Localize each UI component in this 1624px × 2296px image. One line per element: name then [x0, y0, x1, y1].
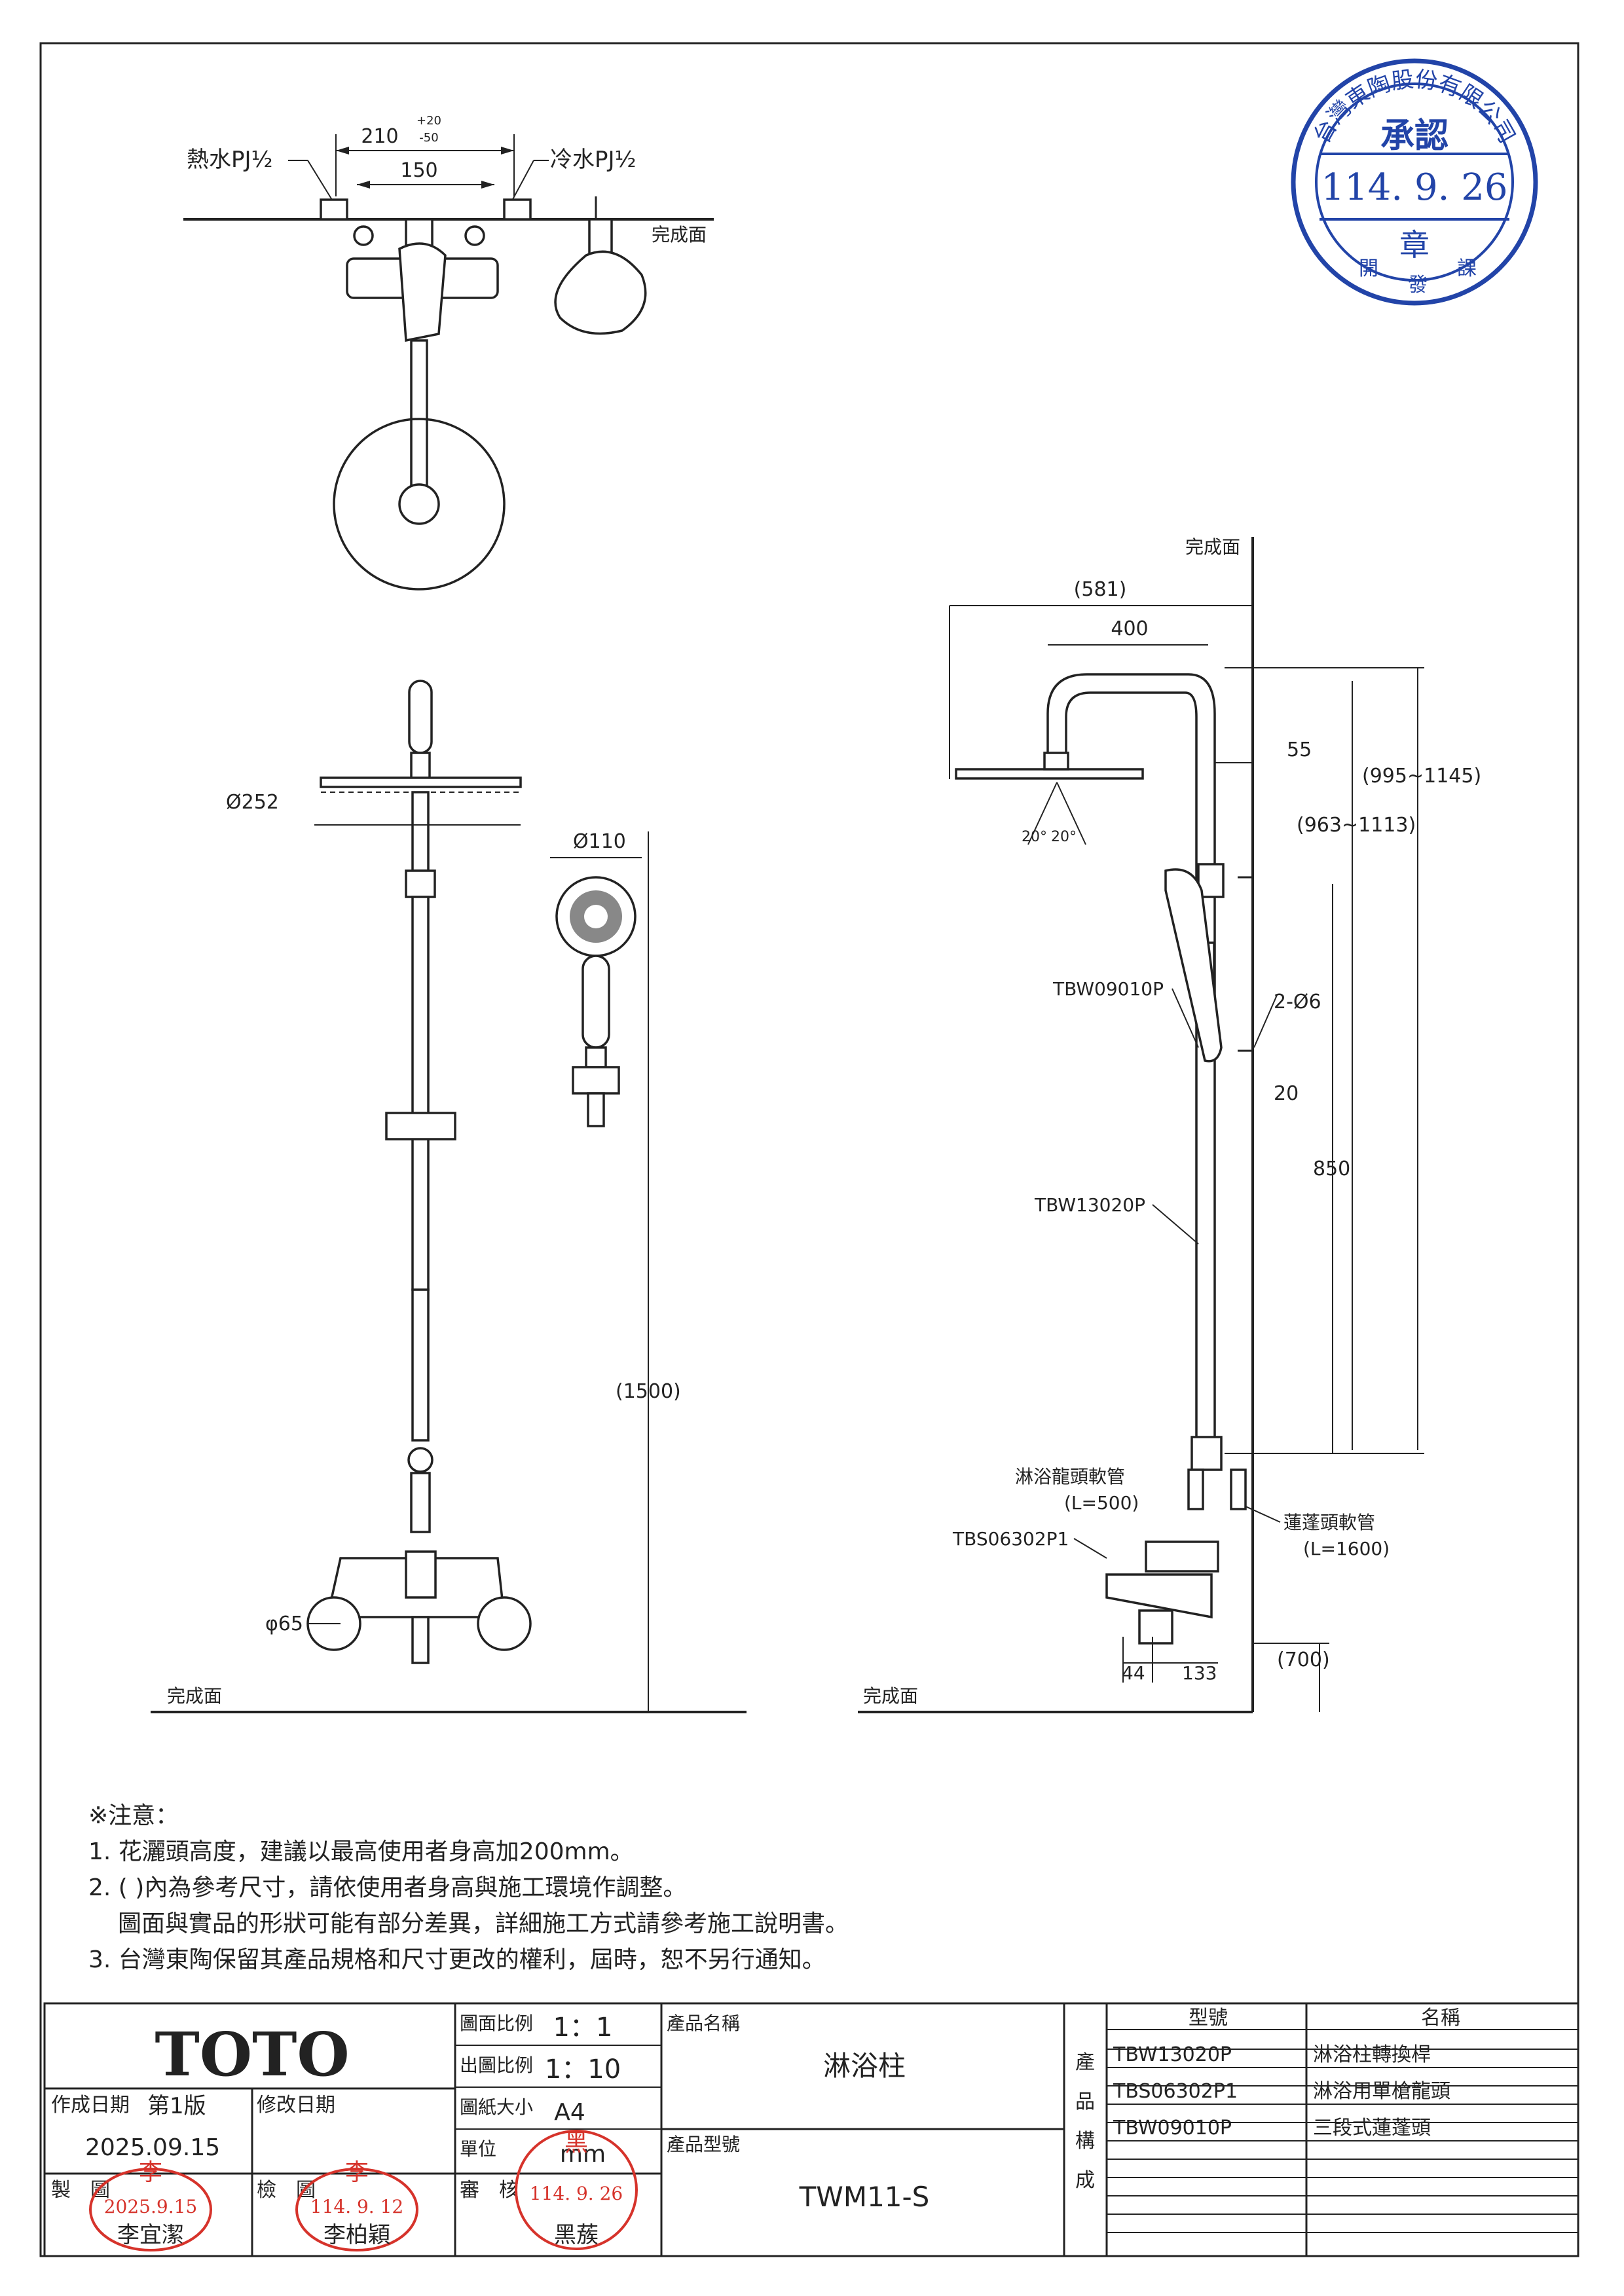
- label-hose2: 蓮蓬頭軟管: [1283, 1512, 1375, 1533]
- scale-label: 圖面比例: [460, 2013, 533, 2034]
- note-3: 3. 台灣東陶保留其產品規格和尺寸更改的權利，屆時，恕不另行通知。: [88, 1946, 826, 1973]
- top-surface-label: 完成面: [652, 224, 707, 246]
- approved-label: 審 核: [460, 2179, 519, 2202]
- revised-label: 修改日期: [257, 2094, 335, 2117]
- top-tol-plus: +20: [416, 114, 441, 128]
- top-view: 210 +20 -50 150 熱水PJ½ 冷水PJ½ 完成面: [183, 114, 714, 591]
- checked-by: 李柏穎: [323, 2222, 390, 2248]
- part-model-2: TBS06302P1: [1113, 2080, 1238, 2103]
- part-model-1: TBW13020P: [1113, 2043, 1232, 2066]
- dim-400: 400: [1111, 617, 1148, 640]
- front-view: Ø252 φ65 Ø110 (1500) 完成面: [151, 680, 747, 1713]
- created-date: 2025.09.15: [85, 2134, 220, 2161]
- label-hose1: 淋浴龍頭軟管: [1015, 1466, 1125, 1487]
- notes: ※注意： 1. 花灑頭高度，建議以最高使用者身高加200mm。 2. ( )內為…: [88, 1802, 849, 1973]
- parts-header-model: 型號: [1189, 2007, 1228, 2030]
- side-surface-bottom: 完成面: [863, 1685, 918, 1707]
- composition-4: 成: [1075, 2169, 1095, 2192]
- foot-diameter: φ65: [265, 1613, 303, 1635]
- stamp-title: 承認: [1380, 116, 1449, 156]
- dim-20: 20: [1274, 1082, 1299, 1105]
- approval-stamp: 台灣東陶股份有限公司 承認 114. 9. 26 章 開 發 課: [1291, 58, 1538, 306]
- composition-3: 構: [1075, 2130, 1095, 2153]
- print-scale-value: 1：10: [545, 2054, 621, 2085]
- unit-label: 單位: [460, 2138, 496, 2160]
- unit-value: mm: [560, 2141, 606, 2168]
- print-scale-label: 出圖比例: [460, 2054, 533, 2076]
- checked-stamp-name: 李: [345, 2159, 369, 2186]
- parts-header-name: 名稱: [1421, 2007, 1460, 2030]
- drawn-stamp-name: 李: [139, 2159, 162, 2186]
- part-name-1: 淋浴柱轉換桿: [1313, 2043, 1431, 2066]
- hand-diameter: Ø110: [573, 830, 626, 853]
- part-name-2: 淋浴用單槍龍頭: [1313, 2080, 1450, 2103]
- checked-stamp: 李 114. 9. 12 李柏穎: [295, 2159, 418, 2251]
- checked-label: 檢 圖: [257, 2179, 316, 2202]
- checked-stamp-date: 114. 9. 12: [310, 2196, 404, 2217]
- drawn-label: 製 圖: [51, 2179, 110, 2202]
- created-label: 作成日期: [51, 2094, 130, 2117]
- label-hose2-len: (L=1600): [1303, 1538, 1390, 1559]
- drawn-by: 李宜潔: [117, 2222, 184, 2248]
- dim-963: (963~1113): [1297, 814, 1416, 837]
- stamp-seal: 章: [1399, 227, 1430, 263]
- top-dim-inner: 150: [400, 159, 437, 182]
- dim-581: (581): [1074, 578, 1127, 601]
- front-surface-label: 完成面: [167, 1685, 222, 1707]
- product-name-label: 產品名稱: [667, 2013, 740, 2034]
- side-view: 完成面 完成面 (581) 400 20° 20° 55 (995~1145) …: [858, 536, 1481, 1713]
- top-tol-minus: -50: [419, 131, 438, 145]
- side-surface-top: 完成面: [1185, 536, 1240, 558]
- height-1500: (1500): [616, 1380, 681, 1403]
- cold-water-label: 冷水PJ½: [550, 147, 636, 173]
- composition-2: 品: [1075, 2090, 1095, 2113]
- composition-1: 產: [1075, 2051, 1095, 2074]
- hot-water-label: 熱水PJ½: [187, 147, 272, 173]
- drawn-stamp: 李 2025.9.15 李宜潔: [89, 2159, 212, 2251]
- label-hand-shower: TBW09010P: [1052, 978, 1164, 1000]
- top-dim-outer: 210: [361, 125, 398, 148]
- label-hose1-len: (L=500): [1064, 1492, 1139, 1514]
- note-2: 2. ( )內為參考尺寸，請依使用者身高與施工環境作調整。: [88, 1874, 686, 1901]
- toto-logo: TOTO: [155, 2019, 349, 2090]
- dim-55: 55: [1287, 738, 1312, 761]
- holes-dim: 2-Ø6: [1274, 991, 1321, 1013]
- angle-right: 20°: [1051, 829, 1077, 845]
- dim-995: (995~1145): [1362, 765, 1481, 788]
- product-model: TWM11-S: [799, 2181, 930, 2213]
- dim-700: (700): [1277, 1649, 1330, 1671]
- version: 第1版: [147, 2093, 206, 2119]
- title-block: TOTO 作成日期 第1版 2025.09.15 修改日期 製 圖 檢 圖 審 …: [43, 2002, 1579, 2257]
- approved-by: 黑蔟: [554, 2222, 599, 2248]
- label-valve: TBS06302P1: [952, 1528, 1069, 1550]
- product-model-label: 產品型號: [667, 2134, 740, 2155]
- note-2b: 圖面與實品的形狀可能有部分差異，詳細施工方式請參考施工說明書。: [118, 1910, 849, 1937]
- approved-stamp-date: 114. 9. 26: [530, 2183, 623, 2204]
- stamp-dept-left: 開: [1359, 257, 1378, 280]
- note-1: 1. 花灑頭高度，建議以最高使用者身高加200mm。: [88, 1838, 634, 1865]
- part-model-3: TBW09010P: [1113, 2117, 1232, 2140]
- dim-44: 44: [1122, 1662, 1145, 1684]
- head-diameter: Ø252: [226, 791, 279, 814]
- approved-stamp-name: 黑: [564, 2130, 588, 2157]
- dim-850: 850: [1313, 1157, 1350, 1180]
- notes-title: ※注意：: [88, 1802, 179, 1829]
- paper-value: A4: [554, 2099, 585, 2126]
- part-name-3: 三段式蓮蓬頭: [1313, 2117, 1431, 2140]
- label-bar: TBW13020P: [1034, 1194, 1145, 1216]
- stamp-dept-mid: 課: [1457, 257, 1477, 280]
- stamp-dept-right: 發: [1408, 274, 1428, 297]
- approved-stamp: 黑 114. 9. 26 黑蔟: [515, 2130, 638, 2250]
- scale-value: 1：1: [553, 2013, 613, 2043]
- product-name: 淋浴柱: [823, 2050, 906, 2082]
- paper-label: 圖紙大小: [460, 2096, 533, 2118]
- stamp-date: 114. 9. 26: [1321, 166, 1508, 209]
- dim-133: 133: [1182, 1662, 1217, 1684]
- drawn-stamp-date: 2025.9.15: [104, 2196, 198, 2217]
